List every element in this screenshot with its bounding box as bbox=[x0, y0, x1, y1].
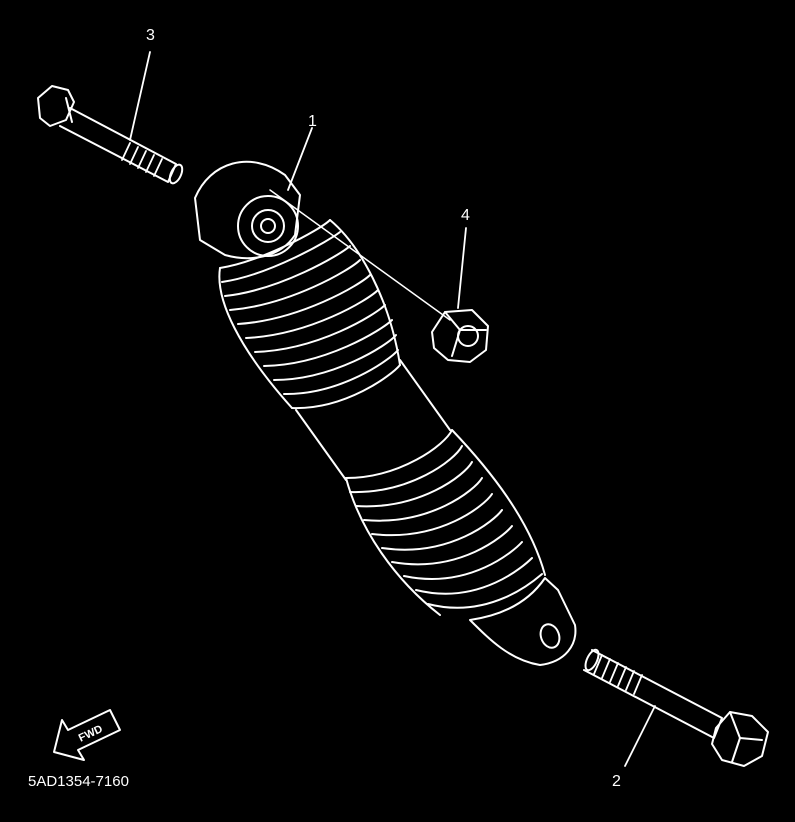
lower-spring bbox=[345, 429, 546, 616]
upper-mount bbox=[194, 160, 301, 260]
callout-1: 1 bbox=[308, 113, 317, 130]
upper-spring bbox=[218, 219, 401, 410]
callout-2: 2 bbox=[612, 773, 621, 790]
fwd-arrow-icon bbox=[53, 709, 121, 761]
lower-mount bbox=[469, 577, 577, 666]
callout-4: 4 bbox=[461, 207, 470, 224]
fwd-label: FWD bbox=[77, 723, 105, 744]
part-code: 5AD1354-7160 bbox=[28, 773, 129, 790]
leader-lines bbox=[129, 51, 656, 767]
nut-4 bbox=[431, 309, 489, 363]
damper-body bbox=[269, 189, 451, 481]
callout-3: 3 bbox=[146, 27, 155, 44]
bolt-2 bbox=[583, 648, 769, 767]
bolt-3 bbox=[37, 85, 184, 185]
